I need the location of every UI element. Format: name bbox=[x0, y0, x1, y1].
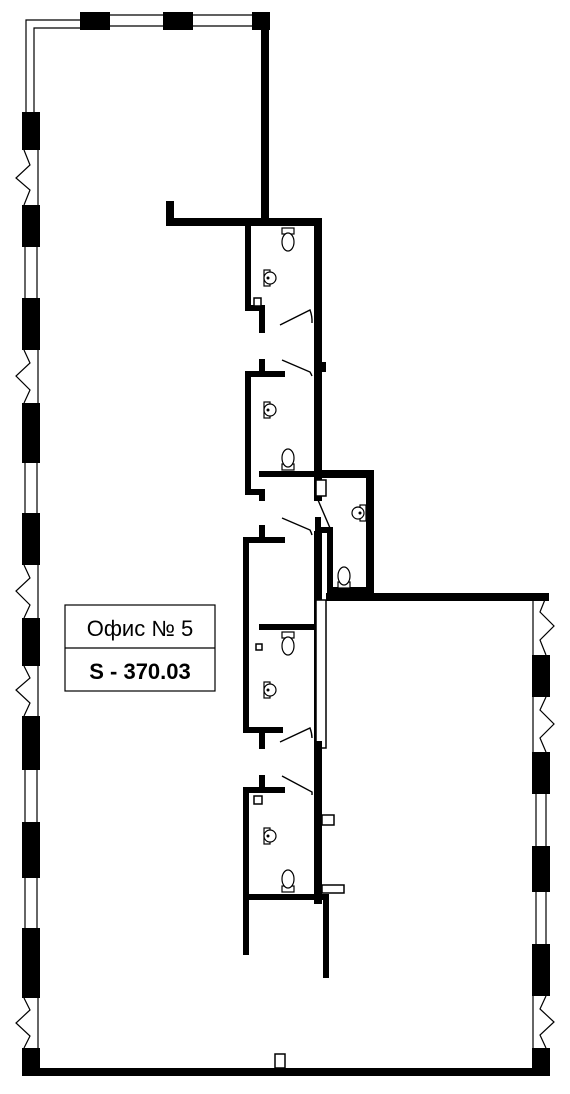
top-left-corner-window bbox=[25, 19, 80, 112]
left-pier-7 bbox=[22, 716, 40, 770]
left-pier-5 bbox=[22, 513, 40, 565]
wc4-door-swing bbox=[279, 727, 313, 743]
right-window-5 bbox=[539, 995, 555, 1049]
office-label: Офис № 5 S - 370.03 bbox=[64, 604, 216, 692]
core-spine-notch bbox=[318, 362, 326, 372]
right-pier-4 bbox=[532, 944, 550, 996]
wc3-toilet bbox=[281, 631, 295, 656]
wc2-sink bbox=[263, 401, 277, 419]
wc3-sink bbox=[263, 681, 277, 699]
wc2-top-wall bbox=[245, 359, 265, 501]
left-pier-1 bbox=[22, 112, 40, 150]
wc3-top-wall bbox=[243, 525, 265, 749]
annex-door-swing bbox=[315, 499, 331, 530]
left-window-5 bbox=[15, 564, 31, 619]
right-window-1 bbox=[539, 596, 555, 656]
left-window-6 bbox=[15, 665, 31, 717]
bottom-wall-column bbox=[274, 1053, 286, 1069]
wc1-toilet bbox=[281, 227, 295, 252]
left-pier-8 bbox=[22, 822, 40, 878]
right-pier-2 bbox=[532, 752, 550, 794]
office-area: S - 370.03 bbox=[89, 659, 191, 684]
left-facade bbox=[15, 112, 40, 1049]
left-pier-2 bbox=[22, 205, 40, 247]
wc4-toilet bbox=[281, 869, 295, 893]
spine-stub-2 bbox=[321, 884, 345, 894]
left-pier-3 bbox=[22, 298, 40, 350]
wc3-riser bbox=[255, 643, 263, 651]
bottom-right-corner-pier bbox=[532, 1048, 550, 1076]
annex-sink bbox=[351, 504, 367, 522]
wc4b-door-swing bbox=[281, 775, 313, 796]
wc2-door-swing bbox=[281, 359, 313, 377]
annex-left-wall bbox=[315, 517, 333, 593]
top-wall-pier-2 bbox=[163, 12, 193, 30]
left-pier-9 bbox=[22, 928, 40, 998]
top-left-corner-window-inner bbox=[33, 27, 80, 112]
right-pier-3 bbox=[532, 846, 550, 892]
wc1-left-wall bbox=[245, 225, 265, 331]
right-window-2 bbox=[539, 696, 555, 753]
wc3-door-swing bbox=[281, 517, 313, 536]
left-pier-6 bbox=[22, 618, 40, 666]
wc3-shaft bbox=[315, 599, 327, 749]
core-right-spine-mid bbox=[314, 368, 374, 601]
spine-stub-1 bbox=[321, 814, 335, 826]
annex-toilet bbox=[337, 566, 351, 589]
wc4-bottom-wall bbox=[243, 894, 329, 978]
left-window-3 bbox=[15, 349, 31, 404]
bottom-left-corner-pier bbox=[22, 1048, 40, 1076]
wc2-toilet bbox=[281, 448, 295, 471]
wc1-door-swing bbox=[279, 309, 313, 326]
wc1-riser bbox=[253, 297, 262, 307]
office-name: Офис № 5 bbox=[87, 616, 194, 641]
left-window-1 bbox=[15, 149, 31, 206]
left-window-9 bbox=[15, 997, 31, 1049]
outer-walls bbox=[22, 12, 550, 1076]
right-pier-1 bbox=[532, 655, 550, 697]
wc4-riser bbox=[253, 795, 263, 805]
wc4-left-wall bbox=[243, 775, 265, 955]
wc4-sink bbox=[263, 827, 277, 845]
wc-core bbox=[166, 201, 374, 978]
wc1-sink bbox=[263, 269, 277, 287]
fixtures bbox=[263, 227, 367, 893]
wc2-riser bbox=[315, 479, 327, 497]
top-wall-pier-1 bbox=[80, 12, 110, 30]
right-facade bbox=[532, 596, 555, 1049]
core-header-wall bbox=[166, 201, 322, 312]
left-pier-4 bbox=[22, 403, 40, 463]
